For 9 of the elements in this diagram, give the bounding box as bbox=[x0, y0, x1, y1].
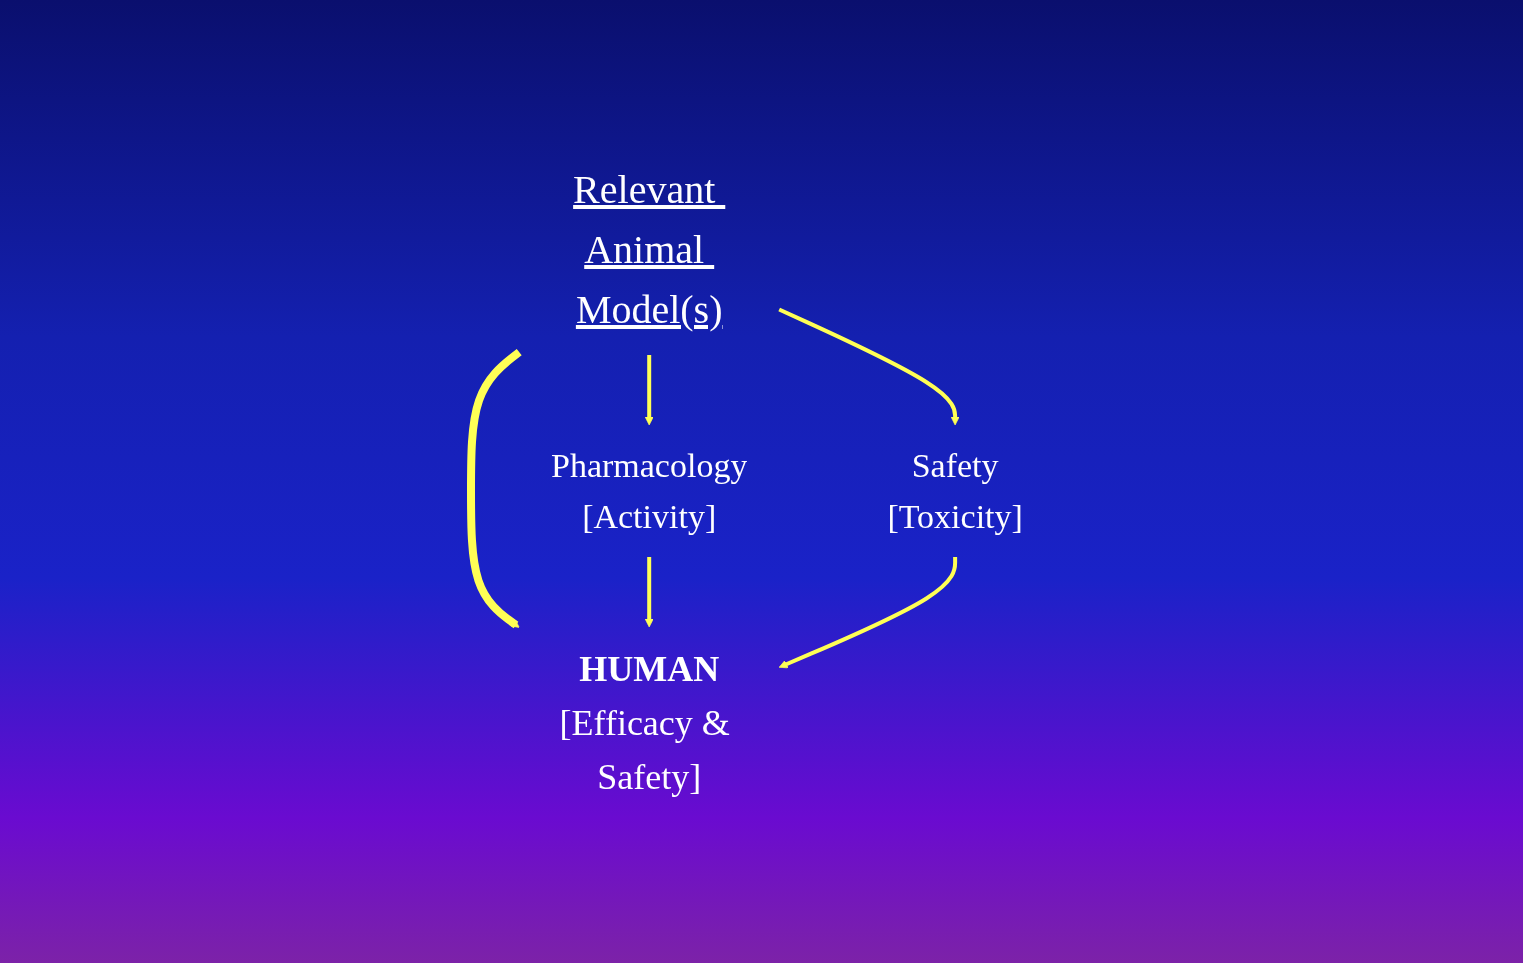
arrow bbox=[644, 354, 654, 425]
node-text: Safety [Toxicity] bbox=[886, 446, 1023, 535]
node-text: HUMAN [Efficacy & Safety] bbox=[559, 648, 730, 797]
arrow bbox=[466, 348, 522, 628]
arrow bbox=[778, 556, 957, 668]
node-text: Pharmacology [Activity] bbox=[550, 446, 747, 535]
arrow bbox=[777, 307, 960, 425]
node-text: Relevant Animal Model(s) bbox=[572, 166, 723, 332]
arrow bbox=[644, 556, 654, 627]
